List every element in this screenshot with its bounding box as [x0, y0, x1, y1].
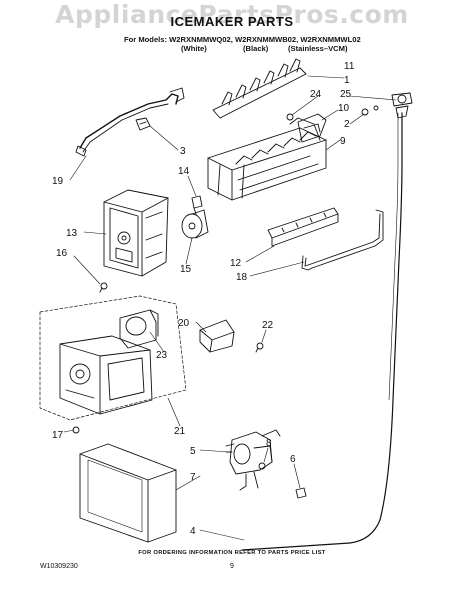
callout-3: 3 — [180, 146, 186, 157]
screw-22 — [255, 342, 264, 353]
document-number: W10309230 — [40, 563, 78, 570]
callout-14: 14 — [178, 166, 190, 177]
water-valve — [225, 429, 281, 491]
variant-black: (Black) — [243, 44, 269, 53]
heater-wire — [301, 209, 384, 271]
leader-lines — [63, 75, 397, 541]
callout-25: 25 — [340, 89, 352, 100]
callout-22: 22 — [262, 320, 274, 331]
callout-17: 17 — [52, 430, 64, 441]
callout-1: 1 — [344, 75, 350, 86]
callout-2: 2 — [344, 119, 350, 130]
module-housing — [103, 189, 169, 277]
callout-8: 8 — [266, 438, 272, 449]
tube-clamp — [295, 487, 307, 499]
callout-19: 19 — [52, 176, 64, 187]
callout-labels: 11 1 25 24 10 2 9 3 19 14 13 16 15 12 18… — [52, 61, 355, 537]
callout-12: 12 — [230, 258, 242, 269]
screw-16 — [99, 282, 108, 293]
filter-pad — [79, 443, 177, 543]
fill-tube — [241, 112, 403, 551]
callout-16: 16 — [56, 248, 68, 259]
callout-11: 11 — [344, 61, 355, 72]
callout-10: 10 — [338, 103, 350, 114]
callout-18: 18 — [236, 272, 248, 283]
callout-7: 7 — [190, 472, 196, 483]
variant-white: (White) — [181, 44, 207, 53]
control-assembly-box — [39, 295, 187, 421]
models-line: For Models: W2RXNMMWQ02, W2RXNMMWB02, W2… — [124, 35, 361, 44]
callout-6: 6 — [290, 454, 296, 465]
callout-4: 4 — [190, 526, 196, 537]
screws-top — [286, 105, 379, 121]
watermark: AppliancePartsPros.com — [55, 0, 409, 29]
wire-harness — [75, 87, 185, 157]
control-module — [59, 335, 153, 415]
callout-24: 24 — [310, 89, 322, 100]
callout-9: 9 — [340, 136, 346, 147]
page-number: 9 — [230, 563, 234, 570]
ice-stripper — [212, 58, 307, 119]
callout-13: 13 — [66, 228, 78, 239]
page-title: ICEMAKER PARTS — [170, 14, 294, 29]
thermostat-bracket — [297, 113, 327, 143]
harness-clip — [135, 117, 151, 131]
ordering-note: FOR ORDERING INFORMATION REFER TO PARTS … — [138, 550, 326, 556]
ice-mold-tray — [207, 117, 327, 201]
callout-21: 21 — [174, 426, 186, 437]
gear-motor — [119, 309, 159, 349]
callout-15: 15 — [180, 264, 192, 275]
callout-23: 23 — [156, 350, 168, 361]
callout-20: 20 — [178, 318, 190, 329]
screw-8 — [258, 462, 266, 470]
tube-fitting — [391, 92, 413, 119]
variant-stainless: (Stainless–VCM) — [288, 44, 348, 53]
motor — [181, 209, 209, 239]
callout-5: 5 — [190, 446, 196, 457]
shutoff-arm — [199, 319, 235, 353]
mold-cover-bar — [267, 207, 339, 247]
